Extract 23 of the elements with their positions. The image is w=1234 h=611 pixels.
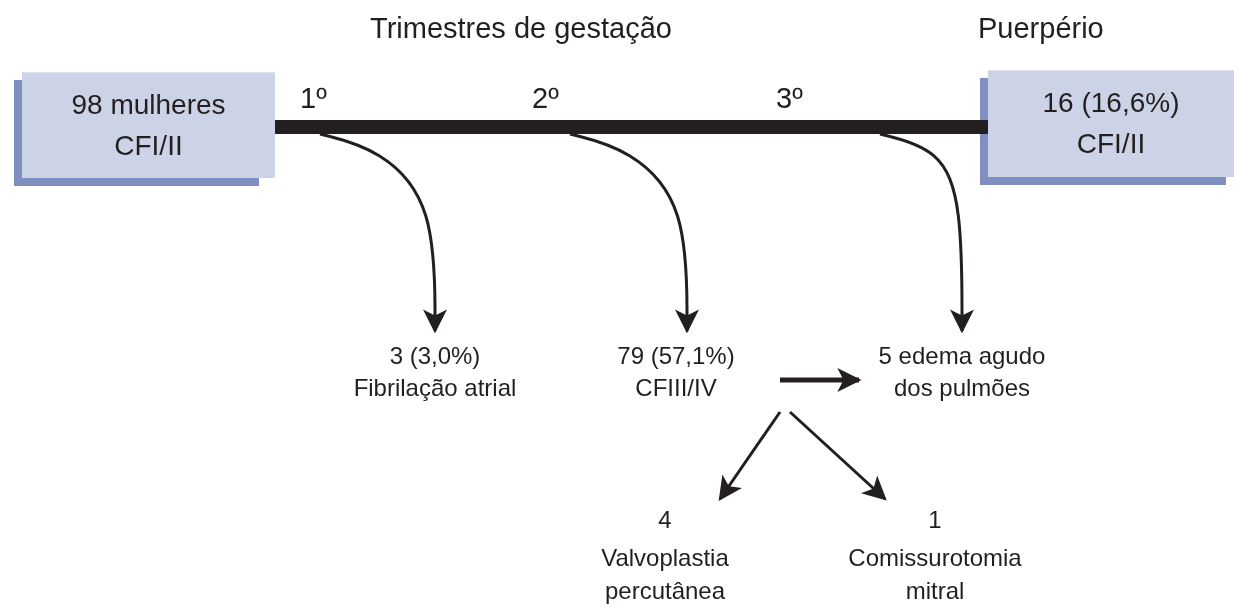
arrow [319, 132, 447, 334]
node-text: Valvoplastia percutânea [600, 543, 730, 606]
heading-label: Trimestres de gestação [370, 12, 672, 45]
timeline-bar [275, 120, 988, 134]
arrow [879, 132, 974, 334]
heading-label: Puerpério [978, 12, 1104, 45]
arrow [789, 410, 887, 501]
trimester-label: 3º [776, 82, 803, 115]
count-number: 1 [928, 504, 942, 535]
arrow [569, 132, 699, 334]
trimester-label: 1º [300, 82, 327, 115]
arrow [718, 411, 782, 501]
node-text: 3 (3,0%) Fibrilação atrial [352, 340, 518, 403]
node-text: 16 (16,6%) CFI/II [1041, 86, 1181, 161]
count-number: 4 [658, 504, 672, 535]
node-text: 98 mulheres CFI/II [70, 87, 227, 163]
arrow [780, 368, 862, 392]
process-box [22, 72, 275, 178]
process-box [988, 70, 1234, 177]
node-text: 79 (57,1%) CFIII/IV [616, 340, 736, 403]
node-text: Comissurotomia mitral [847, 543, 1023, 606]
node-text: 5 edema agudo dos pulmões [877, 340, 1047, 403]
trimester-label: 2º [532, 82, 559, 115]
